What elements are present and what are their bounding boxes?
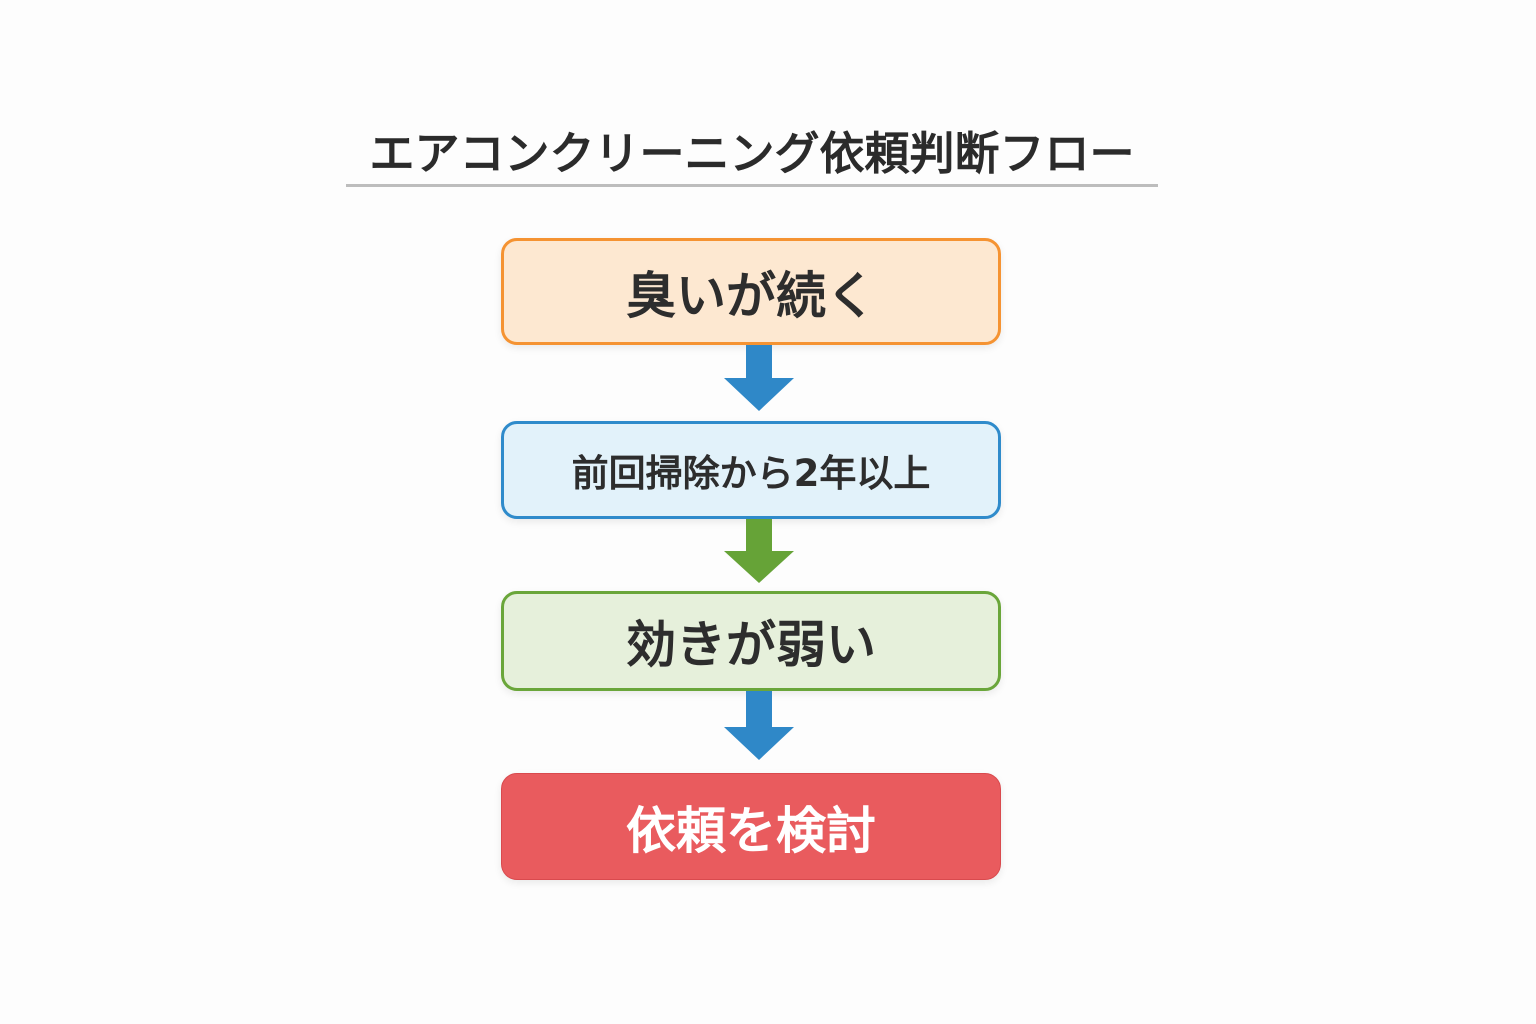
flow-step-odor-persists: 臭いが続く	[501, 238, 1001, 345]
down-arrow-icon	[724, 345, 794, 411]
flow-step-two-years-since-cleaning: 前回掃除から2年以上	[501, 421, 1001, 519]
title-underline	[346, 184, 1158, 187]
flow-step-consider-request: 依頼を検討	[501, 773, 1001, 880]
down-arrow-icon	[724, 519, 794, 583]
flow-step-label: 効きが弱い	[626, 616, 876, 674]
flow-step-label: 依頼を検討	[626, 801, 876, 860]
flow-step-weak-cooling: 効きが弱い	[501, 591, 1001, 691]
flow-step-label: 前回掃除から2年以上	[571, 452, 931, 495]
flow-step-label: 臭いが続く	[626, 266, 876, 325]
down-arrow-icon	[724, 691, 794, 761]
diagram-title: エアコンクリーニング依頼判断フロー	[369, 127, 1135, 180]
